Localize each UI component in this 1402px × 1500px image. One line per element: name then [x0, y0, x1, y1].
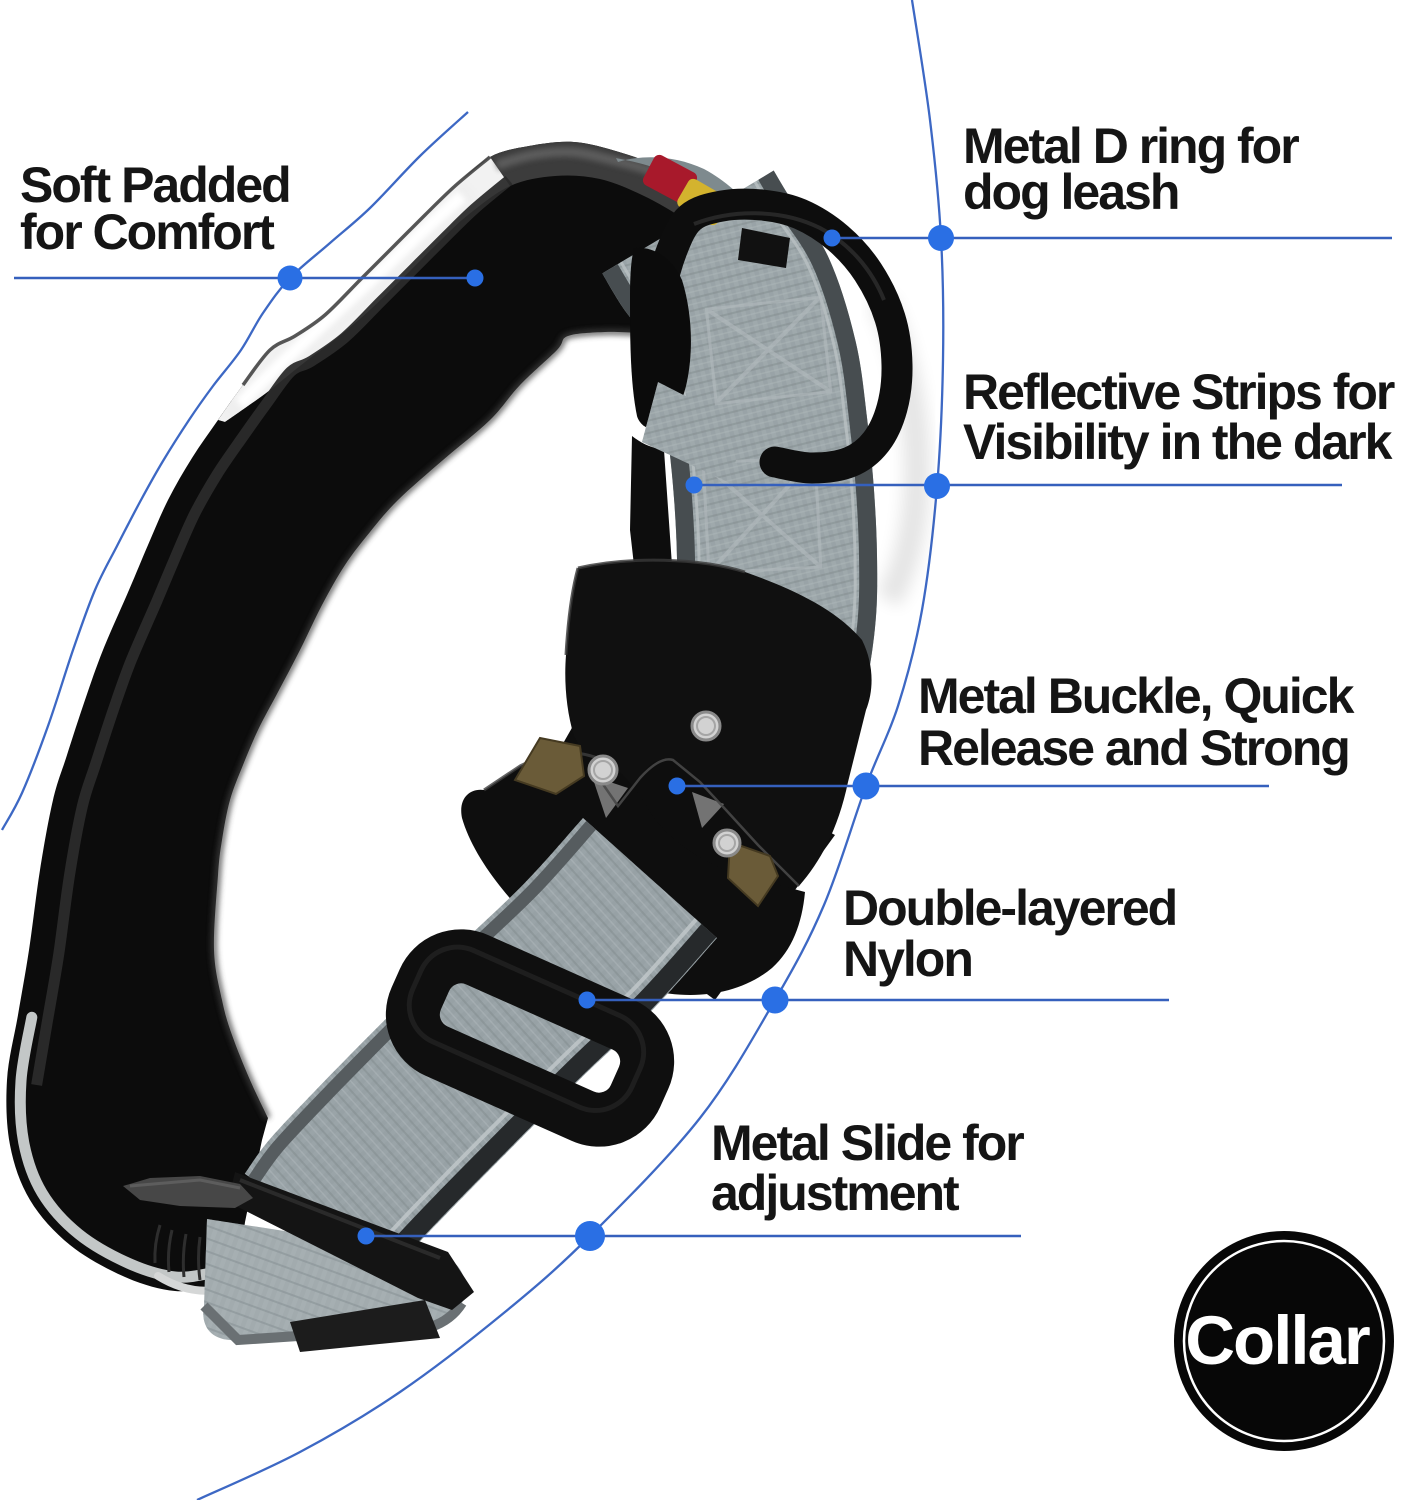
svg-text:Collar: Collar [1185, 1302, 1370, 1379]
